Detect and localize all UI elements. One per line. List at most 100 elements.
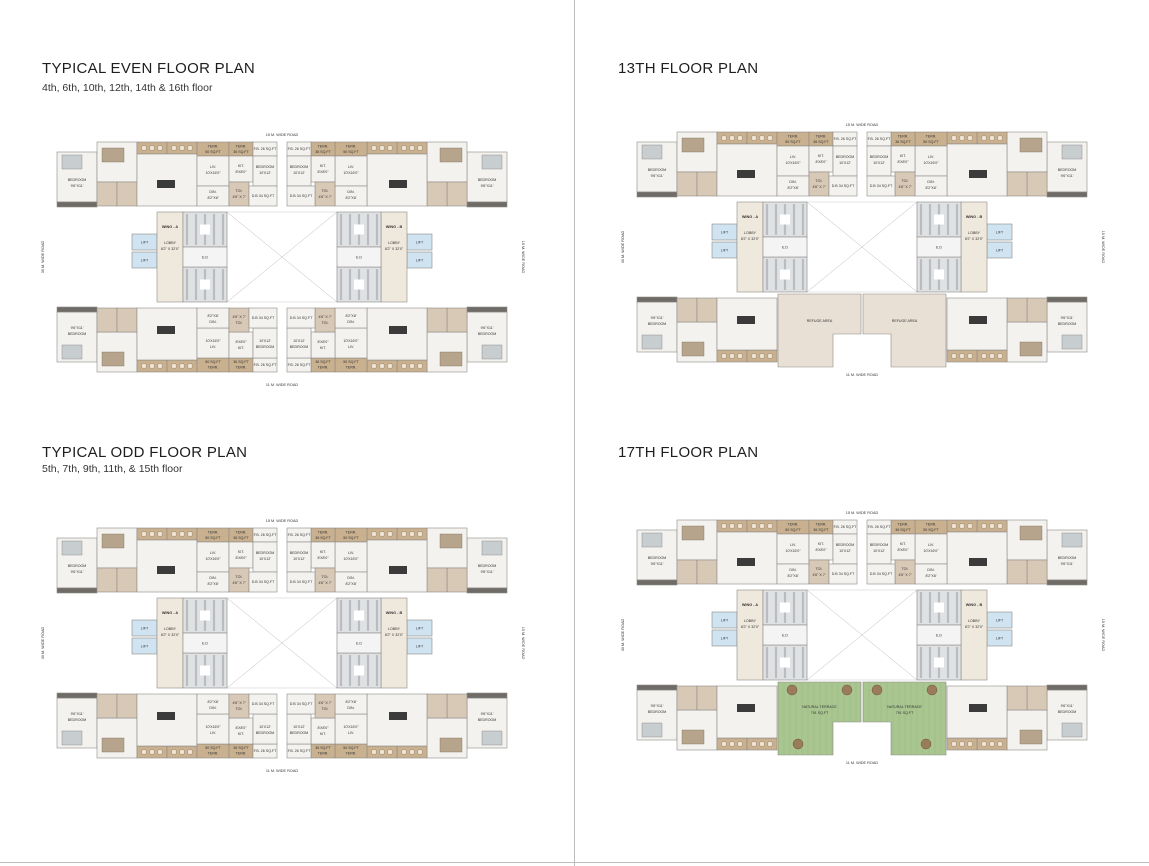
toilet-room [1026,559,1048,585]
bedroom-label: BEDROOM [1058,168,1077,172]
flower-bed-label: F.B. 26 SQ.FT [834,525,858,529]
chair-icon [187,363,193,369]
duct [248,693,278,715]
toilet-label: TOI. [816,567,823,571]
living-size: 10'X16'0" [205,557,221,561]
terrace-size: 36 SQ.FT [233,746,249,750]
living-dining-room [136,307,198,361]
chair-icon [737,135,743,141]
chair-icon [989,135,995,141]
toilet-label: TOI. [816,179,823,183]
toilet-room [1006,171,1028,197]
dining-label: DIN. [927,180,934,184]
terrace-size: 50 SQ.FT [923,528,939,532]
terrace-size: 36 SQ.FT [315,150,331,154]
bedroom-label: BEDROOM [1058,322,1077,326]
dining-size: 8'2"X8' [925,574,936,578]
dining-table-icon [157,712,175,720]
chair-icon [989,523,995,529]
chair-icon [141,531,147,537]
kitchen-room [228,155,254,183]
natural-terrace-label: NATURAL TERRACE [887,705,922,709]
terrace-size: 50 SQ.FT [785,528,801,532]
road-label-top: 15 M. WIDE ROAD [846,511,879,515]
living-room [914,145,948,177]
terrace-size: 50 SQ.FT [785,140,801,144]
living-size: 10'X16'0" [923,549,939,553]
lobby [156,597,184,689]
dining-table-icon [737,170,755,178]
duct-label: D.B 34 SQ.FT [290,580,313,584]
chair-icon [959,135,965,141]
toilet-label: TOI. [322,189,329,193]
chair-icon [729,523,735,529]
electrical-duct [336,246,382,268]
stair-landing [354,610,364,621]
bed-icon [1019,137,1043,153]
terrace-label: TERR. [346,145,357,149]
dining-table-icon [157,326,175,334]
lobby-size: 8'2" X 32'0" [161,633,180,637]
living-room [196,541,230,573]
bedroom-size: 10'X12' [259,171,271,175]
flower-bed-label: F.B. 26 SQ.FT [868,137,892,141]
chair-icon [759,523,765,529]
toilet-room [676,685,698,711]
plan-shapes [636,519,1088,756]
lift-label: LIFT [416,626,424,630]
road-label-left: 30 M. WIDE ROAD [621,231,625,264]
flower-bed-label: F.B. 26 SQ.FT [254,749,278,753]
bedroom-room [252,713,278,745]
living-label: LIV. [790,543,796,547]
living-label: LIV. [210,731,216,735]
toilet-label: TOI. [322,321,329,325]
bedroom-size: 9'6"X11' [481,712,494,716]
chair-icon [409,145,415,151]
road-label-left: 30 M. WIDE ROAD [41,241,45,274]
toilet-room [314,693,336,719]
road-label-top: 15 M. WIDE ROAD [266,519,299,523]
chair-icon [401,363,407,369]
chair-icon [721,523,727,529]
terrace-size: 36 SQ.FT [315,536,331,540]
chair-icon [417,145,423,151]
kitchen-room [808,533,834,561]
stair-landing [200,610,210,621]
bedroom-size: 9'6"X11' [481,326,494,330]
dining-label: DIN. [347,190,354,194]
bedroom-size: 10'X12' [873,549,885,553]
flower-bed-label: F.B. 26 SQ.FT [288,533,312,537]
chair-icon [187,749,193,755]
lift-label: LIFT [416,240,424,244]
toilet-room [696,685,718,711]
bedroom-label: BEDROOM [478,564,497,568]
dining-size: 8'2"X8' [207,582,218,586]
terrace-size: 36 SQ.FT [233,150,249,154]
toilet-room [696,297,718,323]
ed-label: E.D [936,245,942,249]
lift-label: LIFT [996,248,1004,252]
chair-icon [409,531,415,537]
dining-size: 8'2"X8' [207,314,218,318]
lift-label: LIFT [996,636,1004,640]
panel-title-even: TYPICAL EVEN FLOOR PLAN [42,60,256,77]
bedroom-size: 10'X12' [839,161,851,165]
duct [248,185,278,207]
bed-icon [641,722,663,738]
chair-icon [967,741,973,747]
chair-icon [171,749,177,755]
bedroom-label: BEDROOM [68,718,87,722]
toilet-room [808,171,830,197]
lobby-size: 8'2" X 32'0" [741,625,760,629]
bedroom-label: BEDROOM [68,332,87,336]
lift-label: LIFT [141,240,149,244]
chair-icon [981,523,987,529]
toilet-size: 4'6" X 7' [318,315,331,319]
bed-icon [641,144,663,160]
window-ledge [466,306,508,313]
chair-icon [737,353,743,359]
living-size: 10'X16'0" [343,725,359,729]
